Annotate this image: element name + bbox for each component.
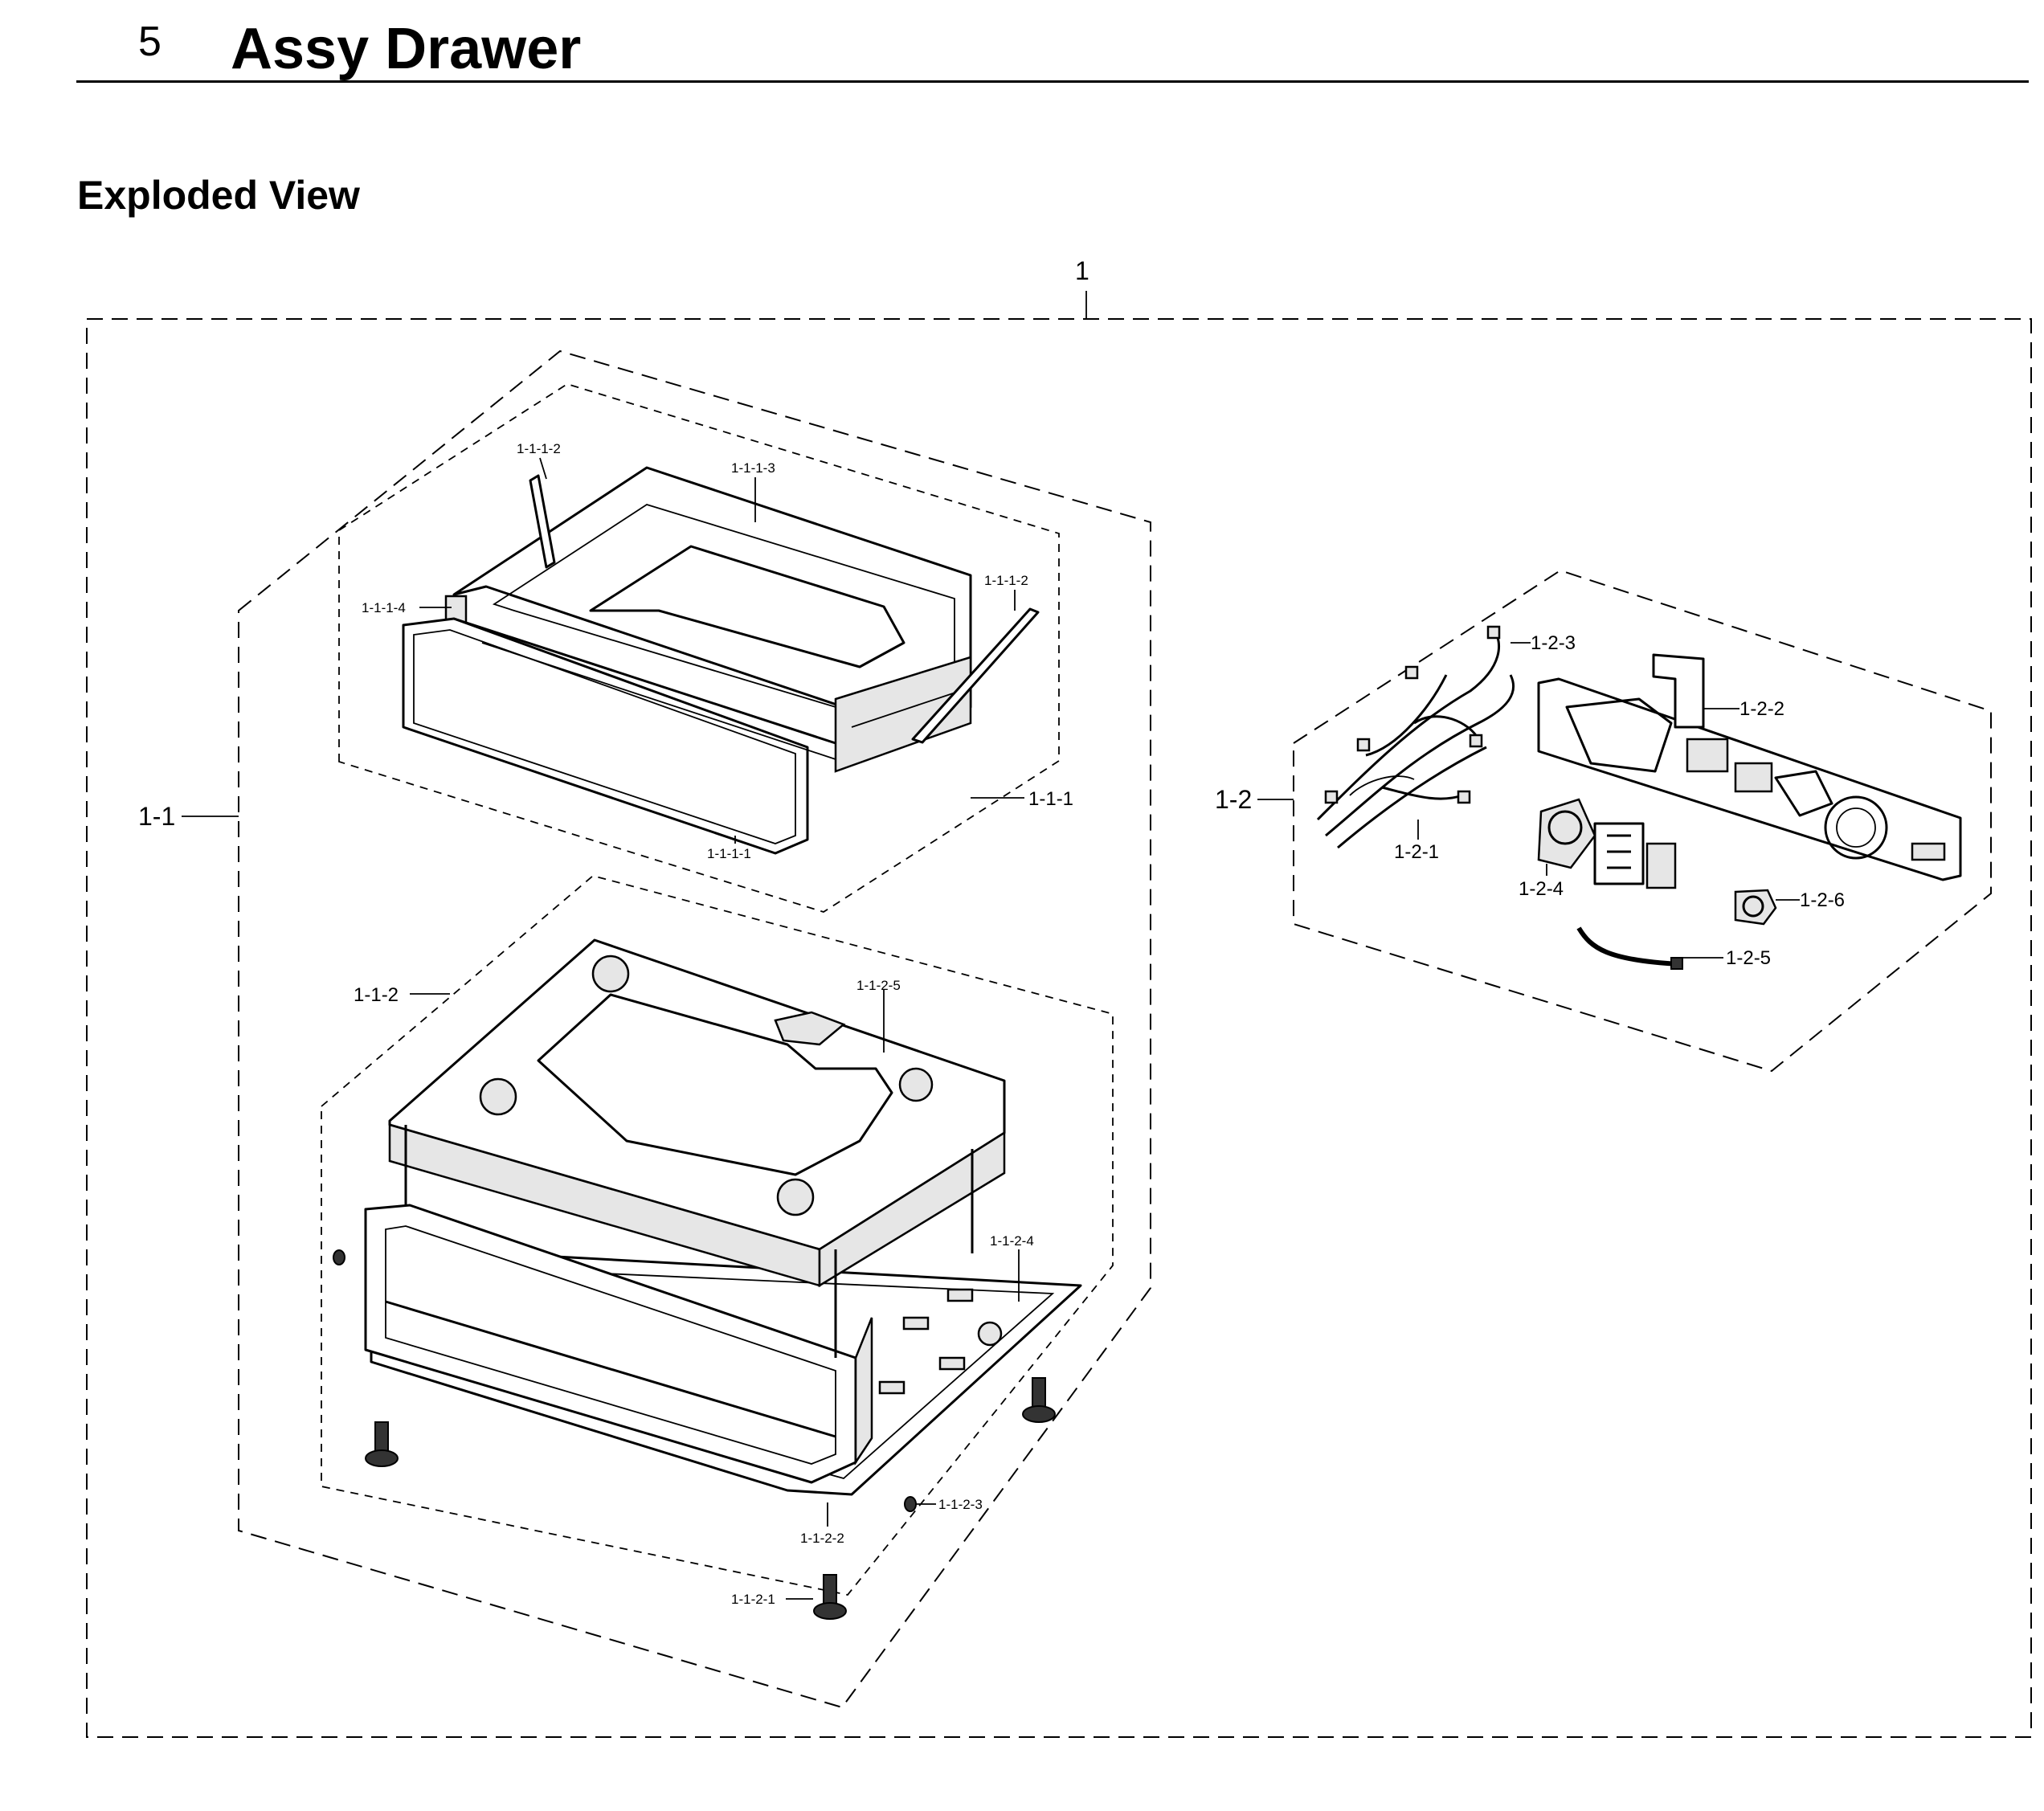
control-panel (1537, 677, 1962, 881)
drawer-rails (529, 474, 1040, 744)
label-1-2-6: 1-2-6 (1800, 889, 1845, 911)
label-1-1-2-4: 1-1-2-4 (990, 1233, 1034, 1249)
label-1-1-1-2-left: 1-1-1-2 (517, 441, 561, 456)
base-assembly-1-1-2-frame (321, 875, 1114, 1596)
assembly-1-frame (86, 291, 2032, 1738)
wire-harness (1316, 625, 1515, 849)
subassembly-1-2-frame (1293, 569, 1992, 1073)
drawer-box (402, 466, 972, 855)
section-subtitle: Exploded View (77, 173, 360, 218)
label-1-1-2-2: 1-1-2-2 (800, 1531, 844, 1546)
label-1-1-2-5: 1-1-2-5 (856, 978, 901, 993)
label-1-2: 1-2 (1215, 785, 1252, 814)
label-1-1-1-4: 1-1-1-4 (362, 600, 406, 615)
drawer-assembly-1-1-1-frame (338, 383, 1060, 913)
label-1-2-2: 1-2-2 (1739, 698, 1784, 720)
label-1-1-1-2-right: 1-1-1-2 (984, 573, 1028, 588)
base-cabinet (364, 938, 1082, 1496)
bracket (1652, 653, 1705, 729)
pump (1537, 798, 1677, 889)
valve (1734, 889, 1777, 926)
title-rule (76, 80, 2029, 83)
label-1-1: 1-1 (138, 802, 175, 831)
label-1-1-1-3: 1-1-1-3 (731, 460, 775, 476)
page-title: Assy Drawer (231, 17, 582, 81)
screw-left (333, 1249, 345, 1265)
foot-right (1022, 1377, 1056, 1423)
foot-left (365, 1421, 399, 1467)
label-1-2-4: 1-2-4 (1519, 878, 1564, 900)
hose (1576, 926, 1683, 970)
label-1-2-1: 1-2-1 (1394, 841, 1439, 863)
label-1-2-3: 1-2-3 (1531, 632, 1576, 654)
screw-front (904, 1496, 917, 1512)
label-1-1-2-1: 1-1-2-1 (731, 1592, 775, 1607)
subassembly-1-1-frame (238, 350, 1151, 1709)
section-number: 5 (138, 18, 161, 65)
label-1: 1 (1075, 256, 1089, 285)
label-1-1-2: 1-1-2 (354, 984, 399, 1006)
label-1-1-1-1: 1-1-1-1 (707, 846, 751, 861)
label-1-2-5: 1-2-5 (1726, 947, 1771, 969)
foot-front (813, 1574, 847, 1620)
label-1-1-1: 1-1-1 (1028, 788, 1073, 810)
label-1-1-2-3: 1-1-2-3 (938, 1497, 983, 1512)
